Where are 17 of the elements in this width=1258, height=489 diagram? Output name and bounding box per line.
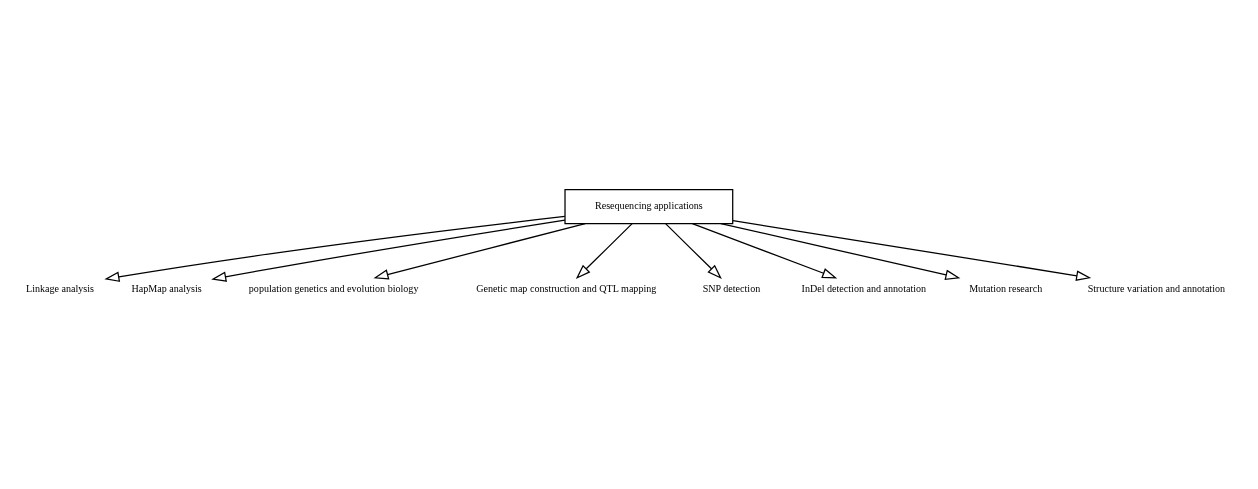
arrow <box>104 215 566 282</box>
node-text: Linkage analysis <box>26 282 95 294</box>
node-text: InDel detection and annotation <box>801 282 927 294</box>
node-text: population genetics and evolution biology <box>248 282 419 294</box>
node-text: Structure variation and annotation <box>1087 282 1226 294</box>
arrow <box>732 219 1092 281</box>
arrow <box>211 219 566 282</box>
node-box: Resequencing applications <box>564 188 734 224</box>
node-text: SNP detection <box>702 282 761 294</box>
arrow <box>720 222 961 280</box>
node-text: Genetic map construction and QTL mapping <box>476 282 657 294</box>
node-text: HapMap analysis <box>131 282 202 294</box>
node-text: Mutation research <box>969 282 1043 294</box>
arrow <box>691 222 838 278</box>
arrow <box>373 222 586 280</box>
arrow <box>575 222 633 279</box>
arrow <box>664 222 722 279</box>
